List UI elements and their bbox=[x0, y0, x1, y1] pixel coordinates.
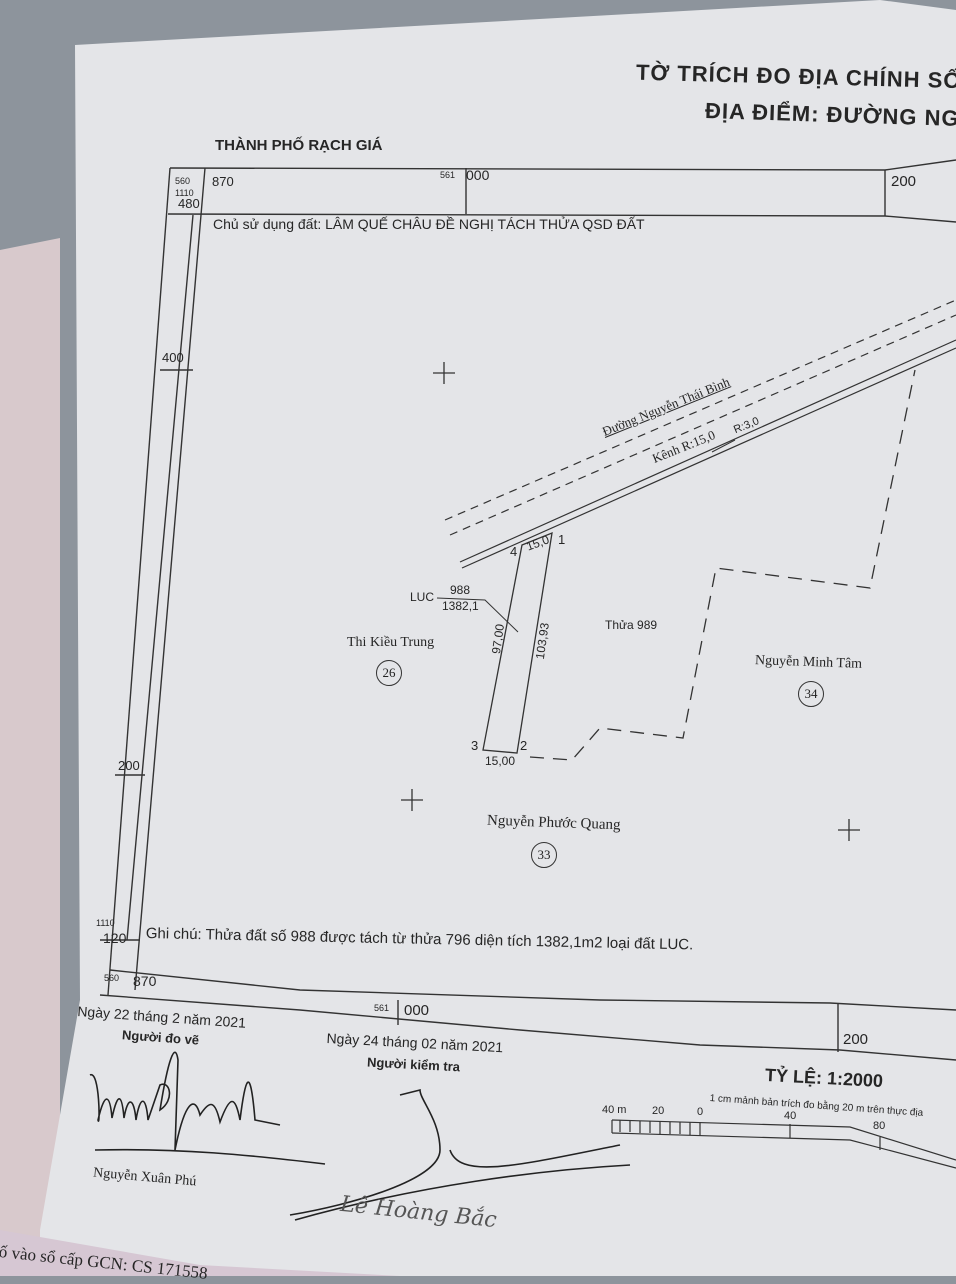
parcel-type: LUC bbox=[410, 590, 435, 604]
owner-line: Chủ sử dụng đất: LÂM QUẾ CHÂU ĐỀ NGHỊ TÁ… bbox=[213, 216, 645, 232]
frame-label: 1110 bbox=[175, 188, 194, 198]
road-canal bbox=[444, 299, 956, 569]
scale-tick: 40 bbox=[784, 1110, 797, 1122]
city-name: THÀNH PHỐ RẠCH GIÁ bbox=[215, 137, 383, 154]
frame-label: 870 bbox=[212, 174, 234, 189]
parcel-area: 1382,1 bbox=[442, 599, 479, 613]
frame-label: 870 bbox=[133, 973, 157, 989]
frame-label: 200 bbox=[843, 1031, 869, 1048]
parcel-number: 988 bbox=[450, 583, 471, 597]
scale-tick: 40 m bbox=[602, 1104, 627, 1116]
neighbor-name: Thi Kiều Trung bbox=[347, 635, 435, 650]
scale-tick: 0 bbox=[697, 1106, 704, 1118]
certificate-strip bbox=[0, 1230, 400, 1276]
signature-strokes bbox=[89, 1051, 631, 1221]
frame-label: 000 bbox=[466, 167, 490, 183]
vertex-label: 3 bbox=[471, 738, 479, 753]
frame-label: 560 bbox=[175, 176, 191, 186]
map-frame bbox=[99, 159, 956, 1061]
neighbor-number: 34 bbox=[798, 681, 824, 707]
vertex-label: 2 bbox=[520, 738, 528, 753]
scale-tick: 80 bbox=[873, 1120, 886, 1132]
frame-label: 000 bbox=[404, 1002, 430, 1019]
frame-label: 400 bbox=[162, 350, 184, 365]
frame-label: 1110 bbox=[96, 918, 115, 928]
neighbor-boundaries bbox=[529, 369, 916, 761]
frame-label: 200 bbox=[118, 758, 140, 773]
scale-bar bbox=[611, 1119, 956, 1169]
frame-label: 560 bbox=[104, 973, 120, 983]
neighbor-parcel: Thửa 989 bbox=[605, 618, 658, 632]
edge-bottom: 15,00 bbox=[485, 754, 516, 768]
parcel-988 bbox=[436, 531, 553, 754]
frame-label: 561 bbox=[374, 1003, 390, 1013]
frame-label: 561 bbox=[440, 170, 456, 180]
vertex-label: 1 bbox=[558, 532, 566, 547]
frame-label: 200 bbox=[891, 173, 917, 190]
underlying-page bbox=[0, 238, 60, 1276]
scale-tick: 20 bbox=[652, 1105, 665, 1117]
neighbor-number: 26 bbox=[376, 660, 402, 686]
grid-crosses bbox=[401, 362, 860, 841]
frame-label: 120 bbox=[103, 930, 127, 946]
frame-label: 480 bbox=[178, 196, 200, 211]
paper bbox=[40, 0, 956, 1276]
neighbor-number: 33 bbox=[531, 842, 557, 868]
vertex-label: 4 bbox=[510, 544, 518, 559]
